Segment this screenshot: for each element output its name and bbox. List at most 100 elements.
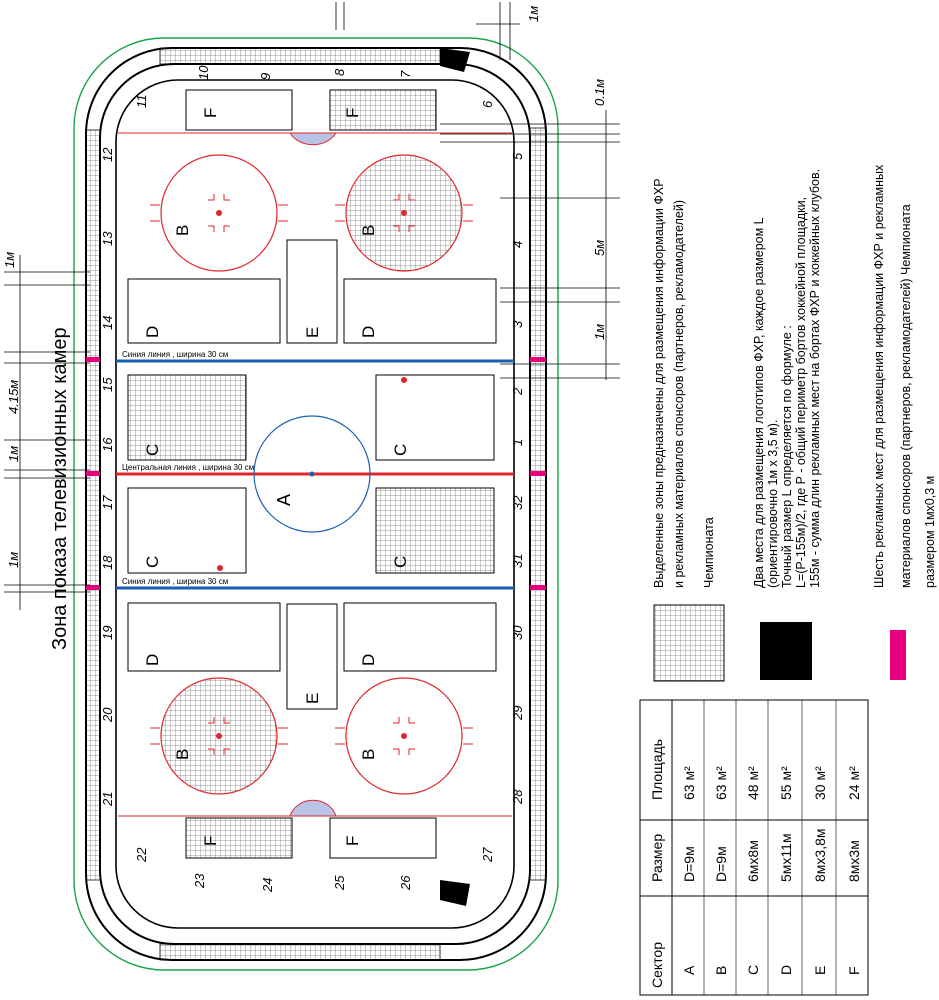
legend-black-line: L=(P-155м)/2, где P - общий периметр бор… (794, 197, 808, 588)
zone-d-bottom-left (127, 602, 281, 672)
zone-d-top-left (127, 278, 281, 344)
board-number: 18 (100, 555, 115, 570)
zone-b-label-4: B (359, 749, 378, 760)
table-cell: B (713, 966, 729, 975)
board-number: 25 (332, 875, 347, 891)
legend-black-line: Два места для размещения логотипов ФХР, … (752, 217, 766, 588)
board-number: 29 (510, 706, 525, 721)
green-outline (73, 37, 559, 971)
table-cell: D (778, 965, 794, 975)
zone-f-bottom-left (185, 817, 293, 859)
board-number: 23 (192, 873, 207, 889)
dim-label: 4.15м (6, 380, 21, 414)
legend-magenta-line: Шесть рекламных мест для размещения инфо… (872, 164, 886, 588)
zone-d-label-3: D (143, 654, 162, 666)
zone-d-label-1: D (143, 326, 162, 338)
board-numbers: 1 2 3 4 5 6 7 8 9 10 11 12 13 14 15 16 1… (100, 65, 525, 893)
dim-label: 1м (526, 6, 541, 22)
zone-f-bottom-right (329, 817, 437, 859)
goal-crease-top (289, 132, 337, 146)
dim-label: 1м (2, 252, 17, 268)
sector-table (639, 699, 869, 996)
zone-d-label-2: D (359, 326, 378, 338)
zone-c-label-1: C (143, 444, 162, 456)
board-number: 16 (100, 437, 115, 452)
board-number: 5 (510, 152, 525, 160)
dim-label: 1м (6, 446, 21, 462)
legend-grid-line: Выделенные зоны предназначены для размещ… (652, 178, 666, 588)
table-cell: 8мх3м (846, 840, 862, 882)
board-number: 22 (134, 847, 149, 863)
board-number: 17 (100, 495, 115, 510)
zone-c-label-2: C (391, 444, 410, 456)
zone-c-top-left (127, 374, 247, 461)
outer-board (85, 47, 547, 961)
board-number: 8 (332, 68, 347, 76)
board-number: 31 (510, 554, 525, 568)
zone-e-label-1: E (303, 327, 322, 338)
board-number: 11 (134, 95, 149, 109)
zone-d-label-4: D (359, 654, 378, 666)
dim-label: 1м (592, 324, 607, 340)
zone-c-bottom-left (127, 487, 247, 574)
board-grid-left (85, 129, 101, 881)
logo-place-bottom (440, 880, 470, 906)
zone-e-top (286, 239, 338, 344)
legend-black-swatch (760, 622, 812, 680)
dim-label: 5м (592, 240, 607, 256)
legend-black-line: (ориентировочно 1м х 3,5 м). (766, 420, 780, 588)
legend-grid-line: Чемпионата (702, 517, 716, 588)
table-cell: D=9м (713, 846, 729, 882)
zone-b-circle-bottom-right (345, 677, 463, 795)
board-number: 15 (100, 377, 115, 392)
dim-label: 1м (6, 552, 21, 568)
board-number: 14 (100, 316, 115, 330)
center-spot (309, 471, 315, 477)
zone-f-label-3: F (201, 836, 220, 846)
legend-magenta-line: материалов спонсоров (партнеров, рекламо… (899, 204, 913, 588)
table-cell: 8мх3,8м (812, 829, 828, 883)
dim-label: 0.1м (592, 79, 607, 106)
title: Зона показа телевизионных камер (49, 327, 71, 650)
zone-c-top-right (375, 374, 495, 461)
board-number: 7 (398, 70, 413, 78)
board-number: 21 (100, 792, 115, 807)
board-grid-top (159, 47, 441, 65)
legend-grid-line: и рекламных материалов спонсоров (партне… (672, 200, 686, 588)
blue-line-bottom-label: Синия линия , ширина 30 см (122, 577, 228, 586)
zone-f-label-2: F (343, 108, 362, 118)
table-cell: 63 м² (681, 766, 697, 800)
zone-d-top-right (343, 278, 497, 344)
board-number: 4 (510, 241, 525, 248)
board-grid-right (529, 127, 547, 881)
zone-a-label: A (274, 494, 294, 506)
zone-f-top-right (329, 89, 437, 131)
board-number: 1 (510, 439, 525, 446)
table-cell: A (681, 965, 697, 975)
board-grid-bottom (159, 943, 441, 961)
dimension-labels-right: 1м 0.1м 5м 1м (526, 6, 607, 340)
table-cell: 30 м² (812, 766, 828, 800)
board-number: 28 (510, 789, 525, 805)
board-number: 20 (100, 707, 115, 723)
board-number: 2 (510, 387, 525, 396)
center-line-label: Центральная линия , ширина 30 см (122, 463, 254, 472)
board-number: 13 (100, 231, 115, 246)
zone-c-bottom-right (375, 487, 495, 574)
goal-crease-bottom (289, 799, 337, 817)
table-header: Размер (649, 834, 665, 882)
legend-magenta-line: размером 1мх0,3 м (923, 476, 937, 588)
zone-c-label-4: C (391, 556, 410, 568)
board-number: 24 (260, 878, 275, 893)
zone-f-label-4: F (343, 836, 362, 846)
table-cell: E (812, 966, 828, 975)
legend-black-line: Точный размер L определяется по формуле … (780, 325, 794, 588)
table-cell: 63 м² (713, 766, 729, 800)
table-header: Сектор (649, 942, 665, 988)
dimension-labels-left: 1м 4.15м 1м 1м (2, 252, 21, 568)
board-number: 26 (398, 875, 413, 891)
table-header: Площадь (649, 739, 665, 800)
board-number: 6 (480, 100, 495, 108)
zone-b-circle-top-left (160, 154, 278, 272)
